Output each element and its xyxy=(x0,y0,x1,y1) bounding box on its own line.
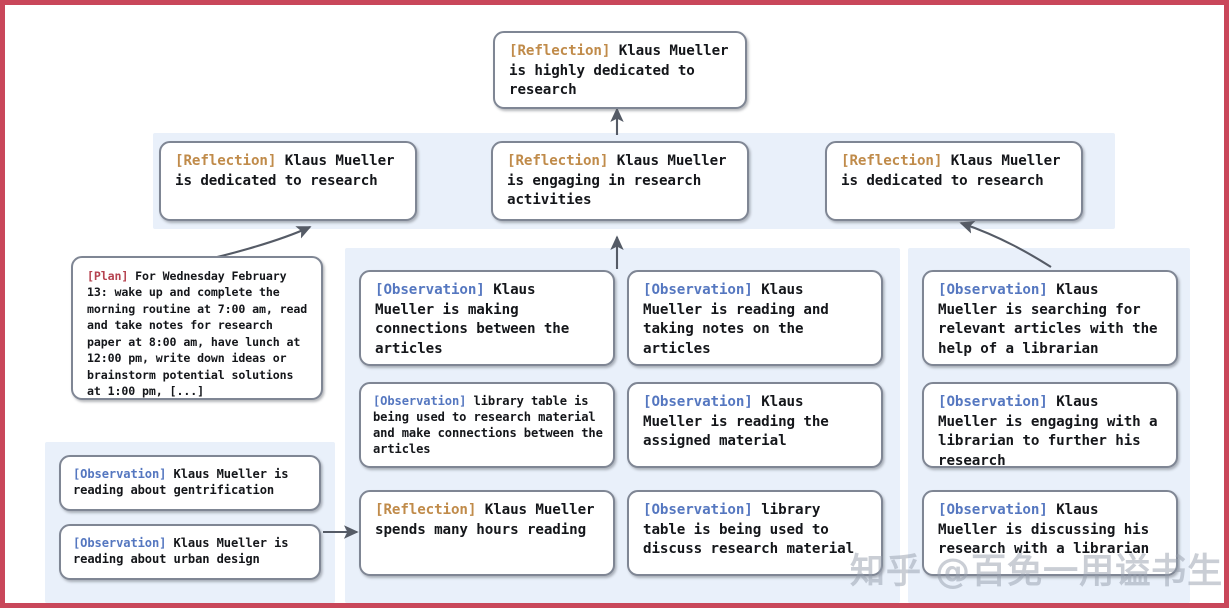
node-text: library table is being used to discuss r… xyxy=(643,502,855,558)
node-text: Klaus Mueller is engaging in research ac… xyxy=(507,153,735,209)
node-observation-gentrification[interactable]: [Observation] Klaus Mueller is reading a… xyxy=(59,455,321,511)
node-mid-center-reflection[interactable]: [Reflection] Klaus Mueller is engaging i… xyxy=(491,141,749,221)
node-col4-observation-searching-articles[interactable]: [Observation] Klaus Mueller is searching… xyxy=(922,270,1178,366)
node-text: Klaus Mueller is reading the assigned ma… xyxy=(643,394,838,450)
node-text: Klaus Mueller is making connections betw… xyxy=(375,282,578,357)
node-plan[interactable]: [Plan] For Wednesday February 13: wake u… xyxy=(71,256,323,400)
node-tag: [Observation] xyxy=(373,394,467,408)
node-observation-urban-design[interactable]: [Observation] Klaus Mueller is reading a… xyxy=(59,524,321,580)
node-tag: [Plan] xyxy=(87,269,129,283)
node-col3-observation-discuss-material[interactable]: [Observation] library table is being use… xyxy=(627,490,883,576)
node-tag: [Reflection] xyxy=(175,153,277,169)
node-col2-observation-library-table[interactable]: [Observation] library table is being use… xyxy=(359,382,615,468)
node-text: Klaus Mueller is reading and taking note… xyxy=(643,282,838,357)
node-tag: [Reflection] xyxy=(841,153,943,169)
node-tag: [Observation] xyxy=(73,467,167,481)
node-text: library table is being used to research … xyxy=(373,394,610,456)
node-text: Klaus Mueller is reading about gentrific… xyxy=(73,467,296,497)
node-text: Klaus Mueller is dedicated to research xyxy=(175,153,403,189)
node-col2-observation-connections[interactable]: [Observation] Klaus Mueller is making co… xyxy=(359,270,615,366)
node-tag: [Observation] xyxy=(643,282,753,298)
node-tag: [Reflection] xyxy=(507,153,609,169)
node-text: Klaus Mueller is highly dedicated to res… xyxy=(509,43,737,99)
node-text: Klaus Mueller is searching for relevant … xyxy=(938,282,1166,357)
node-tag: [Observation] xyxy=(938,502,1048,518)
node-col2-reflection-hours-reading[interactable]: [Reflection] Klaus Mueller spends many h… xyxy=(359,490,615,576)
node-mid-left-reflection[interactable]: [Reflection] Klaus Mueller is dedicated … xyxy=(159,141,417,221)
node-text: Klaus Mueller is engaging with a librari… xyxy=(938,394,1166,468)
node-mid-right-reflection[interactable]: [Reflection] Klaus Mueller is dedicated … xyxy=(825,141,1083,221)
node-tag: [Reflection] xyxy=(375,502,477,518)
node-tag: [Observation] xyxy=(643,394,753,410)
node-tag: [Reflection] xyxy=(509,43,611,59)
node-col4-observation-engaging-librarian[interactable]: [Observation] Klaus Mueller is engaging … xyxy=(922,382,1178,468)
node-tag: [Observation] xyxy=(938,394,1048,410)
node-tag: [Observation] xyxy=(375,282,485,298)
node-text: Klaus Mueller is discussing his research… xyxy=(938,502,1158,558)
diagram-canvas: [Reflection] Klaus Mueller is highly ded… xyxy=(5,5,1224,603)
node-tag: [Observation] xyxy=(73,536,167,550)
node-root-reflection[interactable]: [Reflection] Klaus Mueller is highly ded… xyxy=(493,31,747,109)
node-text: Klaus Mueller spends many hours reading xyxy=(375,502,603,538)
node-text: Klaus Mueller is dedicated to research xyxy=(841,153,1069,189)
node-col4-observation-discussing-research[interactable]: [Observation] Klaus Mueller is discussin… xyxy=(922,490,1178,576)
node-text: Klaus Mueller is reading about urban des… xyxy=(73,536,296,566)
node-text: For Wednesday February 13: wake up and c… xyxy=(87,269,315,399)
node-tag: [Observation] xyxy=(938,282,1048,298)
node-col3-observation-assigned-material[interactable]: [Observation] Klaus Mueller is reading t… xyxy=(627,382,883,468)
node-tag: [Observation] xyxy=(643,502,753,518)
node-col3-observation-taking-notes[interactable]: [Observation] Klaus Mueller is reading a… xyxy=(627,270,883,366)
